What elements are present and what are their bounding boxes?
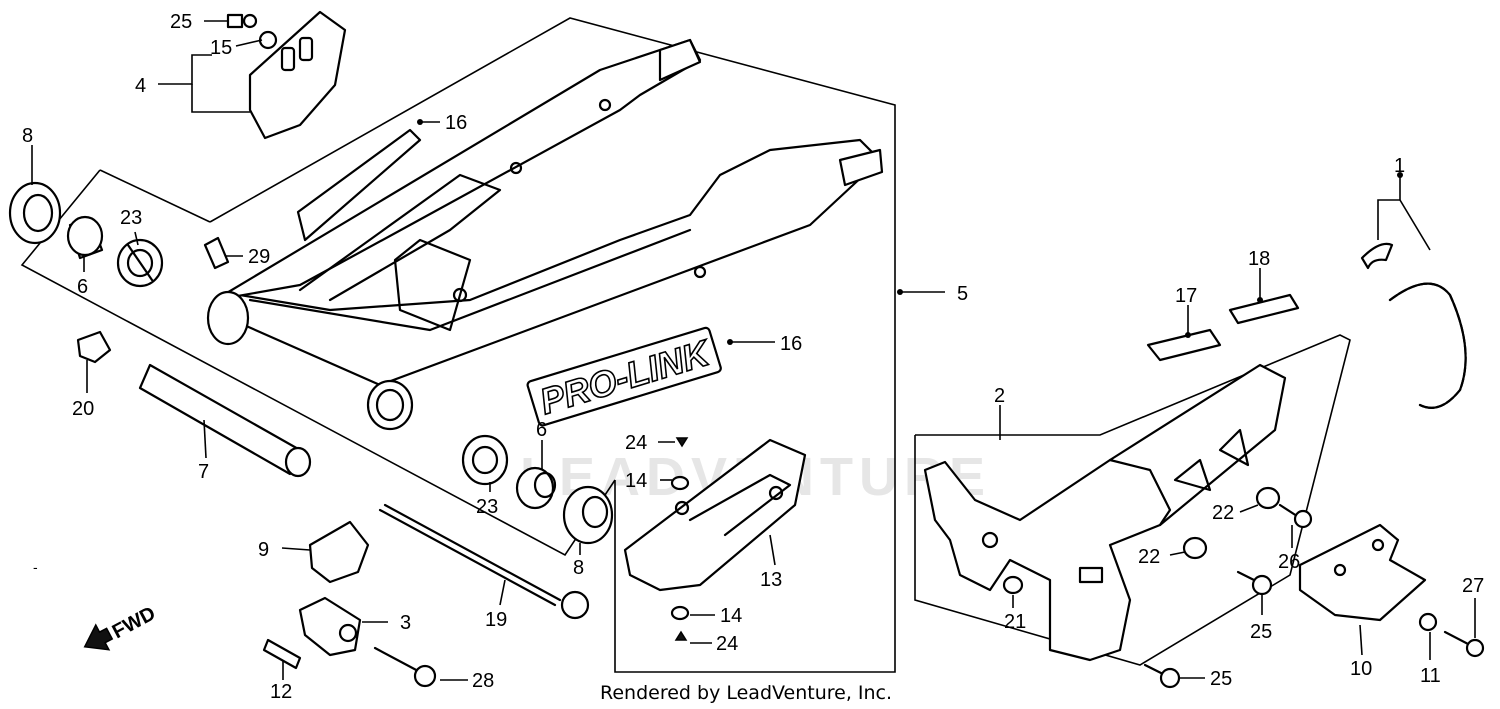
- callout-25: 25: [1250, 621, 1272, 643]
- collar-6-left: [66, 215, 104, 260]
- callout-16: 16: [780, 333, 802, 355]
- callout-14: 14: [720, 605, 742, 627]
- collar-6-right: [515, 466, 557, 510]
- bolt-25-top: [226, 13, 258, 29]
- cap-20: [76, 330, 112, 364]
- pivot-collar-7: [138, 363, 312, 478]
- callout-27: 27: [1462, 575, 1484, 597]
- callout-22: 22: [1138, 546, 1160, 568]
- callout-17: 17: [1175, 285, 1197, 307]
- fwd-arrow: FWD: [83, 602, 160, 651]
- callout-24: 24: [625, 432, 647, 454]
- collar-21: [1002, 575, 1024, 595]
- callout-8: 8: [573, 557, 584, 579]
- grease-fitting-29: [203, 236, 230, 270]
- bolt-25-bottom: [1143, 663, 1181, 689]
- swingarm: [206, 38, 884, 431]
- bolt-25-mid: [1236, 570, 1273, 596]
- callout-5: 5: [957, 283, 968, 305]
- callout-6: 6: [77, 276, 88, 298]
- callout-8: 8: [22, 125, 33, 147]
- decal-16-upper: [296, 128, 422, 242]
- rivet-24-lower: [674, 630, 688, 641]
- chain-guard: [923, 363, 1287, 662]
- callout-22: 22: [1212, 502, 1234, 524]
- collar-22-right: [1255, 486, 1281, 510]
- bolt-26: [1278, 503, 1313, 529]
- dust-seal-8-left: [8, 181, 62, 245]
- collar-22-left: [1182, 536, 1208, 560]
- callout-15: 15: [210, 37, 232, 59]
- callout-21: 21: [1004, 611, 1026, 633]
- callout-4: 4: [135, 75, 146, 97]
- render-credit: Rendered by LeadVenture, Inc.: [600, 682, 892, 704]
- callout-26: 26: [1278, 551, 1300, 573]
- callout-1: 1: [1394, 155, 1405, 177]
- callout-24: 24: [716, 633, 738, 655]
- chain-guide-3: [298, 596, 362, 657]
- svg-text:-: -: [33, 559, 38, 575]
- callout-6: 6: [536, 419, 547, 441]
- leader-lines: [31, 20, 1476, 681]
- chain-slider-9: [308, 520, 370, 584]
- chain-guard-group-frame: [914, 334, 1351, 666]
- collar-15: [258, 30, 278, 50]
- callout-25: 25: [1210, 668, 1232, 690]
- chain-guide-slider-10: [1298, 523, 1427, 622]
- callout-28: 28: [472, 670, 494, 692]
- callout-7: 7: [198, 461, 209, 483]
- callout-18: 18: [1248, 248, 1270, 270]
- callout-10: 10: [1350, 658, 1372, 680]
- callout-2: 2: [994, 385, 1005, 407]
- svg-text:FWD: FWD: [109, 602, 160, 643]
- label-18: [1228, 293, 1300, 325]
- callout-14: 14: [625, 470, 647, 492]
- callout-16: 16: [445, 112, 467, 134]
- callout-29: 29: [248, 246, 270, 268]
- pivot-bolt-19: [378, 503, 590, 620]
- callout-11: 11: [1420, 665, 1441, 687]
- needle-bearing-23-left: [116, 238, 164, 288]
- label-17: [1146, 328, 1222, 362]
- needle-bearing-23-right: [461, 434, 509, 486]
- collar-14-upper: [670, 475, 690, 491]
- chain-slider-13: [623, 438, 807, 592]
- svg-text:PRO-LINK: PRO-LINK: [535, 331, 716, 422]
- collar-14-lower: [670, 605, 690, 621]
- callout-25: 25: [170, 11, 192, 33]
- callout-20: 20: [72, 398, 94, 420]
- callout-12: 12: [270, 681, 292, 703]
- callout-labels: 25 15 4 8 16 23 29 6 16 5 17 18 1 2 20 6…: [22, 11, 1484, 703]
- dust-seal-8-right: [562, 485, 614, 545]
- chain-guide-cover: [248, 10, 347, 140]
- callout-23: 23: [476, 496, 498, 518]
- callout-19: 19: [485, 609, 507, 631]
- callout-13: 13: [760, 569, 782, 591]
- callout-3: 3: [400, 612, 411, 634]
- drive-chain: [1360, 242, 1467, 409]
- bolt-27: [1443, 630, 1485, 658]
- collar-12: [262, 638, 302, 670]
- rivet-24-upper: [675, 437, 689, 448]
- pro-link-decal: PRO-LINK: [526, 326, 722, 427]
- washer-11: [1418, 612, 1438, 632]
- callout-9: 9: [258, 539, 269, 561]
- callout-23: 23: [120, 207, 142, 229]
- bolt-28: [373, 646, 437, 688]
